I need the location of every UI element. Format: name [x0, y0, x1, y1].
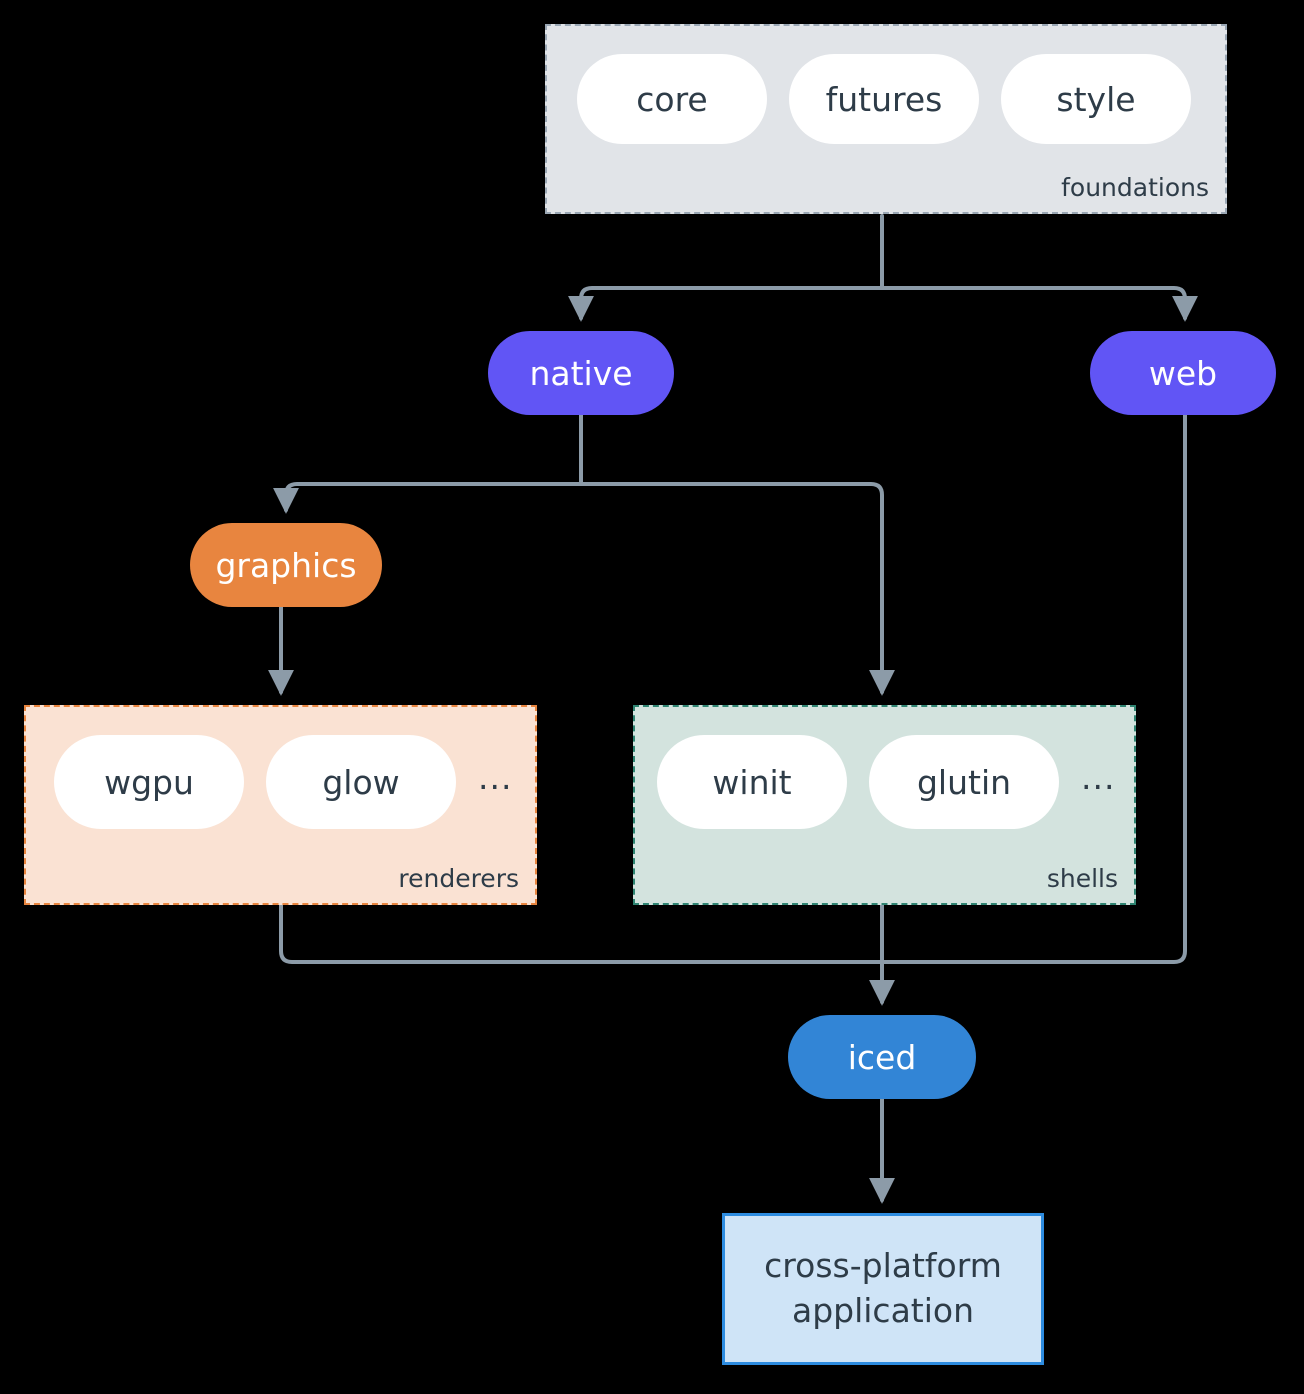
node-core-label: core [636, 79, 708, 119]
node-glutin[interactable]: glutin [869, 735, 1059, 829]
cluster-shells: winit glutin ... shells [633, 705, 1136, 905]
node-wgpu[interactable]: wgpu [54, 735, 244, 829]
cluster-renderers-label: renderers [398, 864, 519, 893]
node-cross-platform-application[interactable]: cross-platform application [722, 1213, 1044, 1365]
node-native-label: native [529, 353, 633, 393]
node-futures-label: futures [825, 79, 943, 119]
node-style-label: style [1056, 79, 1136, 119]
application-label-line2: application [791, 1291, 975, 1330]
application-label-line1: cross-platform [764, 1246, 1002, 1286]
node-winit-label: winit [712, 762, 792, 802]
node-web-label: web [1148, 353, 1218, 393]
edge-native-to-graphics [273, 482, 583, 514]
node-glow[interactable]: glow [266, 735, 456, 829]
node-core[interactable]: core [577, 54, 767, 144]
node-glow-label: glow [322, 762, 400, 802]
node-graphics[interactable]: graphics [190, 523, 382, 607]
edge-foundations-to-native [568, 286, 884, 322]
cluster-renderers: wgpu glow ... renderers [24, 705, 537, 905]
cluster-foundations-label: foundations [1061, 173, 1209, 202]
node-iced[interactable]: iced [788, 1015, 976, 1099]
node-glutin-label: glutin [916, 762, 1012, 802]
edge-foundations-to-web [880, 286, 1198, 322]
node-graphics-label: graphics [215, 545, 357, 585]
shells-overflow-ellipsis: ... [1081, 757, 1116, 797]
node-native[interactable]: native [488, 331, 674, 415]
node-futures[interactable]: futures [789, 54, 979, 144]
cluster-foundations: core futures style foundations [545, 24, 1227, 214]
cluster-shells-label: shells [1046, 864, 1118, 893]
renderers-overflow-ellipsis: ... [478, 757, 513, 797]
node-style[interactable]: style [1001, 54, 1191, 144]
edge-native-to-shells [579, 482, 895, 696]
node-web[interactable]: web [1090, 331, 1276, 415]
node-wgpu-label: wgpu [104, 762, 194, 802]
edge-renderers-to-iced [279, 903, 884, 964]
node-winit[interactable]: winit [657, 735, 847, 829]
node-iced-label: iced [847, 1037, 917, 1077]
